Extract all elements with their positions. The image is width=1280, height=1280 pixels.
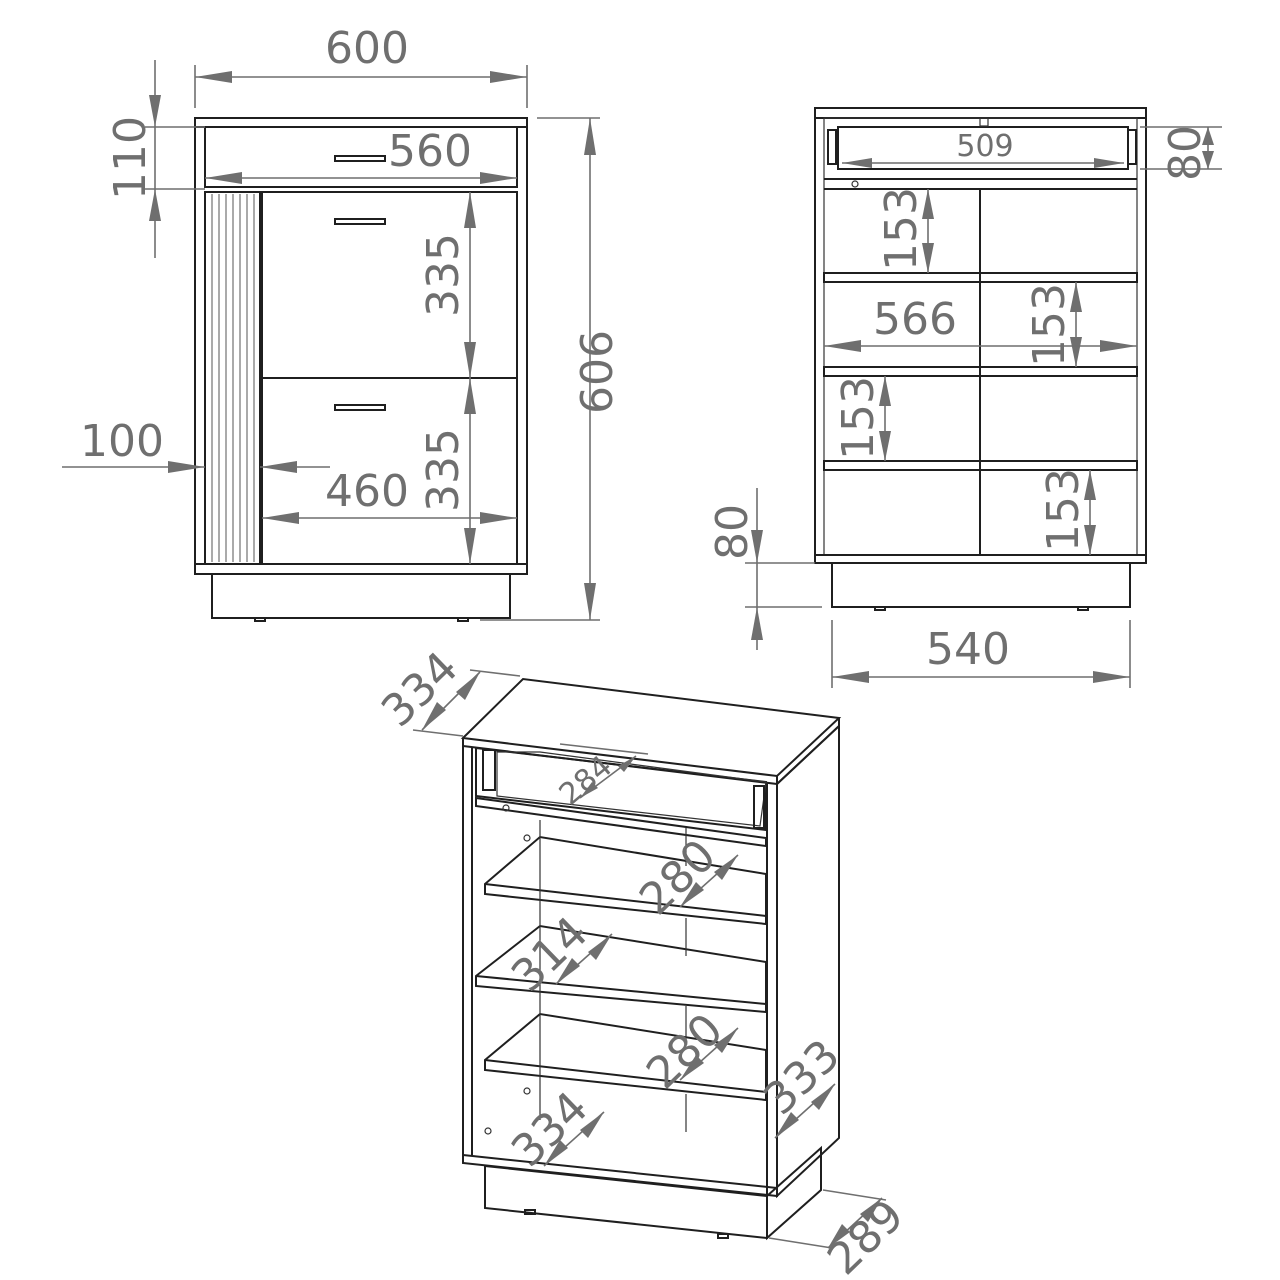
iso-drawer-slide-left bbox=[482, 749, 496, 791]
dim-front-flap-bottom-label: 335 bbox=[418, 428, 469, 512]
dim-iso-top-depth: 334 bbox=[372, 642, 521, 737]
dim-front-width-label: 600 bbox=[325, 23, 409, 74]
iso-plinth-side bbox=[766, 1145, 822, 1241]
front-flap-top-handle bbox=[334, 218, 386, 225]
front-slat-lines bbox=[211, 194, 255, 562]
back-foot-left bbox=[874, 606, 886, 611]
dim-back-inner-width-label: 566 bbox=[873, 294, 957, 345]
dim-front-flap-top: 335 bbox=[418, 192, 476, 378]
dim-iso-plinth-depth-label: 289 bbox=[818, 1190, 914, 1280]
front-view: 600 110 560 335 33 bbox=[62, 23, 620, 622]
dim-iso-shelf-depth-4-label: 334 bbox=[502, 1082, 598, 1177]
dim-front-flap-top-label: 335 bbox=[418, 233, 469, 317]
iso-foot-left bbox=[524, 1209, 536, 1215]
back-view: 509 80 153 153 566 bbox=[707, 107, 1222, 688]
iso-bottom-board bbox=[462, 1153, 778, 1198]
dim-back-shelf-gap-2: 153 bbox=[1024, 282, 1082, 367]
iso-hole-1 bbox=[502, 804, 510, 812]
iso-hole-4 bbox=[484, 1127, 492, 1135]
front-flap-bottom-handle bbox=[334, 404, 386, 411]
dim-iso-plinth-depth: 289 bbox=[768, 1189, 914, 1280]
iso-plinth-front bbox=[484, 1164, 768, 1240]
iso-drawer-box bbox=[475, 746, 767, 832]
dim-front-flap-width-label: 460 bbox=[325, 466, 409, 517]
dim-back-shelf-gap-1-label: 153 bbox=[876, 187, 927, 271]
iso-shelf-3 bbox=[484, 1012, 767, 1102]
front-drawer bbox=[204, 126, 518, 188]
dim-iso-drawer-depth: 284 bbox=[553, 743, 649, 813]
dim-back-inner-width: 566 bbox=[824, 294, 1137, 352]
dim-front-flap-width: 460 bbox=[262, 466, 517, 524]
iso-foot-right bbox=[717, 1233, 729, 1239]
back-plinth bbox=[831, 562, 1131, 608]
front-base-board bbox=[194, 563, 528, 575]
dim-back-drawer-height: 80 bbox=[1140, 125, 1222, 181]
back-foot-right bbox=[1077, 606, 1089, 611]
dim-front-slat-width: 100 bbox=[62, 416, 330, 473]
dim-back-drawer-width-label: 509 bbox=[956, 129, 1013, 164]
iso-hole-3 bbox=[523, 1087, 531, 1095]
dim-front-flap-bottom: 335 bbox=[418, 378, 476, 564]
iso-view: 334 284 280 314 280 bbox=[372, 642, 914, 1280]
iso-shelf-3-front bbox=[484, 1059, 767, 1093]
iso-shelf-2-front bbox=[475, 975, 767, 1005]
dim-back-shelf-gap-4: 153 bbox=[1038, 468, 1096, 555]
back-base-board bbox=[814, 554, 1147, 564]
dim-iso-shelf-depth-2-label: 314 bbox=[502, 907, 598, 1002]
iso-drawer-rail bbox=[475, 796, 767, 848]
front-foot-left bbox=[254, 617, 266, 622]
dim-back-drawer-width: 509 bbox=[842, 129, 1124, 168]
iso-top bbox=[460, 677, 842, 778]
iso-hole-2 bbox=[523, 834, 531, 842]
dim-iso-side-depth-label: 333 bbox=[754, 1030, 850, 1125]
dim-iso-shelf-depth-4: 334 bbox=[502, 1082, 605, 1177]
back-drawer-slide-left bbox=[827, 129, 837, 165]
dim-back-drawer-height-label: 80 bbox=[1160, 125, 1211, 181]
back-top-board bbox=[814, 107, 1147, 119]
dim-front-drawer-height: 110 bbox=[105, 60, 205, 258]
dim-back-shelf-gap-4-label: 153 bbox=[1038, 468, 1089, 552]
dim-back-shelf-gap-2-label: 153 bbox=[1024, 283, 1075, 367]
dim-front-inner-width-label: 560 bbox=[388, 126, 472, 177]
dim-front-total-height: 909 bbox=[480, 117, 620, 621]
dim-back-plinth-width-label: 540 bbox=[926, 624, 1010, 675]
dim-back-shelf-gap-3-label: 153 bbox=[833, 376, 884, 460]
dim-back-shelf-gap-3: 153 bbox=[833, 376, 891, 461]
front-plinth bbox=[211, 573, 511, 619]
dim-front-total-height-label: 909 bbox=[569, 330, 620, 414]
dim-front-width: 600 bbox=[194, 23, 528, 108]
front-foot-right bbox=[457, 617, 469, 622]
dim-front-inner-width: 560 bbox=[205, 126, 517, 184]
dim-back-plinth-width: 540 bbox=[831, 620, 1131, 688]
iso-shelf-1 bbox=[484, 835, 767, 926]
dim-back-shelf-gap-1: 153 bbox=[876, 187, 934, 273]
dim-front-drawer-height-label: 110 bbox=[105, 116, 156, 200]
dim-iso-shelf-depth-3-label: 280 bbox=[637, 1004, 733, 1099]
back-drawer-slide-right bbox=[1127, 129, 1137, 165]
iso-shelf-1-front bbox=[484, 883, 767, 917]
dim-iso-top-depth-label: 334 bbox=[372, 642, 468, 737]
back-drawer-hole bbox=[851, 180, 859, 188]
front-drawer-handle bbox=[334, 155, 386, 162]
iso-shelf-2 bbox=[475, 924, 767, 1014]
front-top-board bbox=[194, 117, 528, 128]
dim-back-plinth-height-label: 80 bbox=[707, 504, 758, 560]
dim-front-slat-width-label: 100 bbox=[80, 416, 164, 467]
front-flap-top bbox=[261, 191, 518, 379]
iso-right-side bbox=[776, 723, 840, 1199]
dim-iso-shelf-depth-3: 280 bbox=[637, 1004, 739, 1099]
iso-drawer-slide-right bbox=[753, 785, 765, 829]
dim-back-plinth-height: 80 bbox=[707, 488, 822, 650]
back-drawer-clip bbox=[979, 117, 989, 127]
dim-iso-side-depth: 333 bbox=[754, 1030, 850, 1139]
